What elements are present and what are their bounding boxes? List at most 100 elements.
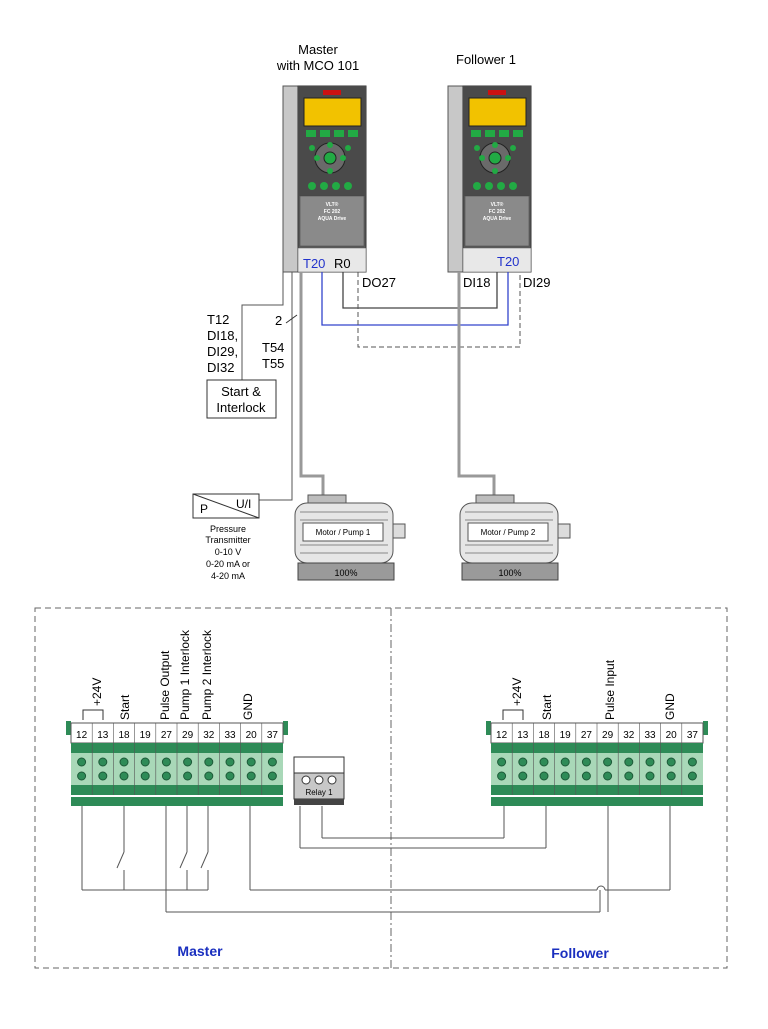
follower-model: FC 202: [489, 209, 506, 215]
transmitter-caption-4: 0-20 mA or: [206, 559, 250, 569]
follower-brand: VLT®: [491, 201, 504, 208]
transmitter-ui: U/I: [236, 497, 251, 511]
follower-terminal-number: 19: [560, 730, 572, 741]
follower-terminal-screw-icon: [560, 757, 570, 767]
master-terminal-screw-icon: [267, 771, 277, 781]
master-drive: VLT® FC 202 AQUA Drive T20 R0: [282, 85, 367, 273]
follower-terminal-screw-icon: [624, 771, 634, 781]
motor-pump-1: Motor / Pump 1 100%: [294, 494, 406, 581]
follower-display: [468, 97, 527, 127]
master-model: FC 202: [324, 209, 341, 215]
wiring-frame: [34, 607, 728, 969]
relay-1: Relay 1: [293, 756, 345, 805]
follower-terminal-screw-icon: [539, 771, 549, 781]
master-terminal-screw-icon: [77, 771, 87, 781]
master-sig-pump1-interlock: Pump 1 Interlock: [178, 629, 192, 720]
follower-terminal-number: 20: [666, 730, 678, 741]
follower-terminal-screw-icon: [666, 771, 676, 781]
follower-terminal-screw-icon: [687, 757, 697, 767]
follower-sig-gnd: GND: [663, 693, 677, 720]
master-brand: VLT®: [326, 201, 339, 208]
transmitter-caption-1: Pressure: [210, 524, 246, 534]
label-t12: T12: [207, 312, 229, 327]
transmitter-caption-2: Transmitter: [205, 535, 250, 545]
master-led-icon: [323, 90, 341, 95]
follower-terminal-screw-icon: [518, 771, 528, 781]
motor1-label: Motor / Pump 1: [316, 528, 371, 537]
label-di18-list: DI18,: [207, 328, 238, 343]
label-2: 2: [275, 313, 282, 328]
start-interlock-box: [206, 379, 277, 419]
label-t54: T54: [262, 340, 284, 355]
label-di18: DI18: [463, 275, 490, 290]
master-terminal-screw-icon: [204, 757, 214, 767]
motor2-percent: 100%: [498, 568, 521, 578]
follower-terminal-number: 18: [538, 730, 550, 741]
follower-drive: VLT® FC 202 AQUA Drive T20: [447, 85, 532, 273]
transmitter-caption-3: 0-10 V: [215, 547, 242, 557]
follower-terminal-screw-icon: [581, 757, 591, 767]
follower-terminal-screw-icon: [518, 757, 528, 767]
follower-terminal-screw-icon: [497, 771, 507, 781]
master-sig-start: Start: [118, 694, 132, 720]
start-interlock-line2: Interlock: [216, 400, 266, 415]
master-terminal-screw-icon: [119, 757, 129, 767]
follower-terminal-screw-icon: [645, 757, 655, 767]
follower-title: Follower 1: [456, 52, 516, 67]
master-terminal-screw-icon: [225, 771, 235, 781]
pressure-transmitter: P U/I: [192, 493, 260, 519]
master-terminal-number: 32: [203, 730, 215, 741]
master-terminal-screw-icon: [246, 757, 256, 767]
do27-di18-wire: [342, 272, 498, 309]
master-terminal-t20: T20: [303, 256, 325, 271]
master-terminal-number: 20: [246, 730, 258, 741]
master-terminal-number: 37: [267, 730, 279, 741]
follower-terminal-screw-icon: [581, 771, 591, 781]
follower-terminal-number: 37: [687, 730, 699, 741]
follower-terminal-t20: T20: [497, 254, 519, 269]
follower-terminal-number: 33: [644, 730, 656, 741]
follower-terminal-number: 27: [581, 730, 593, 741]
motor2-label: Motor / Pump 2: [481, 528, 536, 537]
master-title-line1: Master: [298, 42, 338, 57]
master-section-label: Master: [177, 943, 223, 959]
transmitter-caption-5: 4-20 mA: [211, 571, 245, 581]
follower-terminal-number: 12: [496, 730, 508, 741]
master-terminal-screw-icon: [246, 771, 256, 781]
motor1-percent: 100%: [334, 568, 357, 578]
master-terminal-screw-icon: [161, 771, 171, 781]
transmitter-p: P: [200, 502, 208, 516]
relay-label: Relay 1: [305, 788, 333, 797]
label-di29-list: DI29,: [207, 344, 238, 359]
transmitter-wire: [258, 272, 293, 501]
follower-terminal-screw-icon: [624, 757, 634, 767]
master-terminal-screw-icon: [119, 771, 129, 781]
follower-section-label: Follower: [551, 945, 609, 961]
follower-terminal-screw-icon: [560, 771, 570, 781]
start-interlock-wire: [241, 272, 284, 380]
master-terminal-screw-icon: [183, 771, 193, 781]
master-terminal-screw-icon: [77, 757, 87, 767]
master-terminal-number: 29: [182, 730, 194, 741]
master-terminal-number: 19: [140, 730, 152, 741]
master-sig-pulse-output: Pulse Output: [158, 650, 172, 720]
follower-led-icon: [488, 90, 506, 95]
follower-sig-pulse-input: Pulse Input: [603, 659, 617, 720]
follower-terminal-number: 13: [517, 730, 529, 741]
master-subtitle: AQUA Drive: [318, 216, 347, 222]
master-terminal-screw-icon: [161, 757, 171, 767]
follower-terminal-screw-icon: [687, 771, 697, 781]
follower-terminal-number: 29: [602, 730, 614, 741]
master-terminal-number: 13: [97, 730, 109, 741]
start-interlock-line1: Start &: [221, 384, 261, 399]
motor-pump-2: Motor / Pump 2 100%: [459, 494, 571, 581]
master-terminal-screw-icon: [183, 757, 193, 767]
label-t55: T55: [262, 356, 284, 371]
master-sig-gnd: GND: [241, 693, 255, 720]
master-terminal-screw-icon: [98, 757, 108, 767]
t20-link-wire: [321, 272, 509, 326]
master-terminal-screw-icon: [98, 771, 108, 781]
